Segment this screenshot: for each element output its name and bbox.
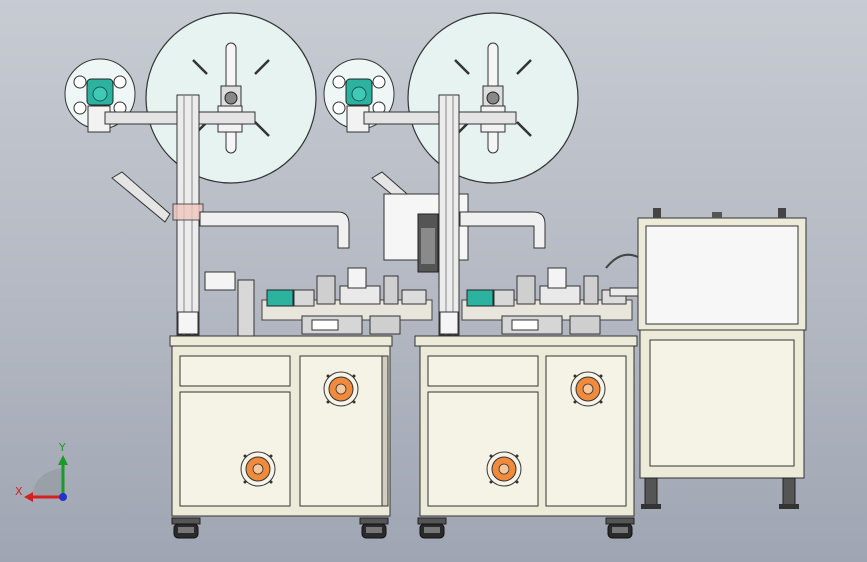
tabletop-1	[169, 335, 393, 347]
fan-upper-2	[570, 371, 606, 407]
enclosure	[605, 208, 807, 509]
pipe	[199, 211, 350, 249]
caster	[359, 517, 389, 539]
fan-lower-1	[240, 451, 276, 487]
z-axis-dot	[59, 493, 67, 501]
leveling-foot	[644, 477, 658, 507]
station-1	[64, 11, 433, 539]
axis-triad	[24, 455, 68, 502]
large-reel-1	[144, 11, 318, 185]
process-module-1	[261, 267, 433, 335]
caster	[171, 517, 201, 539]
process-module-2	[461, 267, 633, 335]
enclosure-window	[645, 225, 799, 325]
fan-upper-1	[323, 371, 359, 407]
x-axis-label: X	[15, 485, 23, 498]
large-reel-2	[406, 11, 580, 185]
fan-lower-2	[486, 451, 522, 487]
column-2	[438, 94, 460, 336]
leveling-foot	[782, 477, 796, 507]
chute	[111, 171, 171, 223]
station-2	[323, 11, 638, 539]
caster	[417, 517, 447, 539]
caster	[605, 517, 635, 539]
y-axis-label: Y	[59, 441, 66, 454]
tabletop-2	[414, 335, 638, 347]
pipe	[459, 211, 546, 249]
